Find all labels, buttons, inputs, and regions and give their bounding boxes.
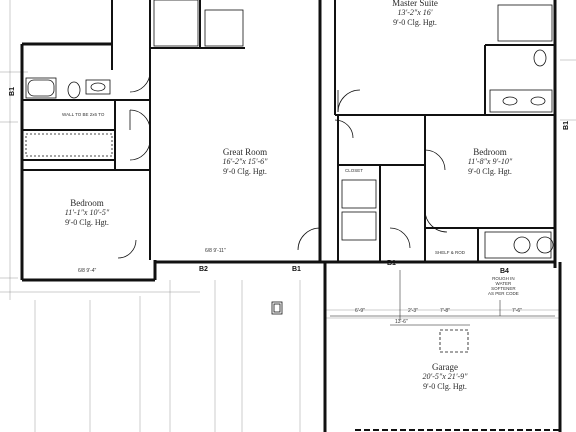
vanity (85, 79, 111, 95)
room-ceiling: 9'-0 Clg. Hgt. (393, 18, 437, 27)
room-dims: 11'-1"x 10'-5" (64, 208, 110, 217)
interior-walls (22, 0, 555, 262)
dim-left-bed-width: 6/8 9'-4" (78, 268, 97, 274)
kitchen-counter (204, 9, 244, 47)
tag-b1-right: B1 (562, 121, 570, 130)
room-dims: 16'-2"x 15'-6" (222, 157, 268, 166)
note-hall-wall: WALL TO BE 2x6 TO (62, 112, 105, 117)
room-bedroom-left: Bedroom 11'-1"x 10'-5" 9'-0 Clg. Hgt. (42, 198, 132, 228)
exterior-walls (20, 0, 562, 432)
closet-shelf-b (341, 211, 377, 241)
room-name: Garage (432, 362, 458, 372)
dim-garage-c: 7'-8" (440, 308, 450, 314)
note-line: SOFTENER (491, 286, 516, 291)
note-closet: CLOSET (345, 168, 364, 173)
dim-garage-a: 6'-9" (355, 308, 365, 314)
tag-b4: B4 (500, 268, 509, 275)
doors (117, 71, 448, 259)
room-great-room: Great Room 16'-2"x 15'-6" 9'-0 Clg. Hgt. (200, 147, 290, 177)
master-vanity (489, 89, 553, 113)
post (271, 301, 283, 315)
dim-great-span: 6/8 9'-11" (205, 248, 226, 254)
closet-shelf-a (341, 179, 377, 209)
washer (513, 236, 531, 254)
note-shelf-rod: SHELF & ROD (435, 250, 466, 255)
dryer (536, 236, 554, 254)
tag-b1-mid: B1 (292, 266, 301, 273)
bathtub (25, 77, 57, 99)
room-ceiling: 9'-0 Clg. Hgt. (65, 218, 109, 227)
room-name: Great Room (222, 147, 268, 157)
room-name: Master Suite (392, 0, 438, 8)
toilet (67, 81, 81, 99)
room-bedroom-right: Bedroom 11'-8"x 9'-10" 9'-0 Clg. Hgt. (445, 147, 535, 177)
fixtures (25, 0, 554, 353)
laundry (484, 231, 552, 259)
dim-garage-right: 7'-6" (512, 308, 522, 314)
room-ceiling: 9'-0 Clg. Hgt. (423, 382, 467, 391)
note-water-softener: ROUGH IN WATER SOFTENER AS PER CODE (488, 276, 519, 296)
note-line: AS PER CODE (488, 291, 519, 296)
room-name: Bedroom (70, 198, 104, 208)
room-garage: Garage 20'-5"x 21'-9" 9'-0 Clg. Hgt. (395, 362, 495, 392)
tag-b1-left: B1 (8, 87, 16, 96)
dim-garage-total: 13'-6" (395, 319, 408, 325)
master-toilet (533, 49, 547, 67)
tag-b2: B2 (199, 266, 208, 273)
pantry-shelves (153, 0, 199, 47)
room-dims: 13'-2"x 16' (397, 8, 433, 17)
master-shower (497, 4, 553, 42)
dim-garage-b: 2'-3" (408, 308, 418, 314)
dimension-lines (330, 270, 555, 326)
note-line: ROUGH IN (492, 276, 515, 281)
garage-hatch (439, 329, 469, 353)
hall-closet (25, 133, 113, 157)
note-line: WATER (495, 281, 512, 286)
room-master-suite: Master Suite 13'-2"x 16' 9'-0 Clg. Hgt. (370, 0, 460, 28)
tag-b1-lower: B1 (387, 260, 396, 267)
room-dims: 11'-8"x 9'-10" (467, 157, 513, 166)
room-dims: 20'-5"x 21'-9" (422, 372, 468, 381)
room-ceiling: 9'-0 Clg. Hgt. (468, 167, 512, 176)
room-ceiling: 9'-0 Clg. Hgt. (223, 167, 267, 176)
room-name: Bedroom (473, 147, 507, 157)
